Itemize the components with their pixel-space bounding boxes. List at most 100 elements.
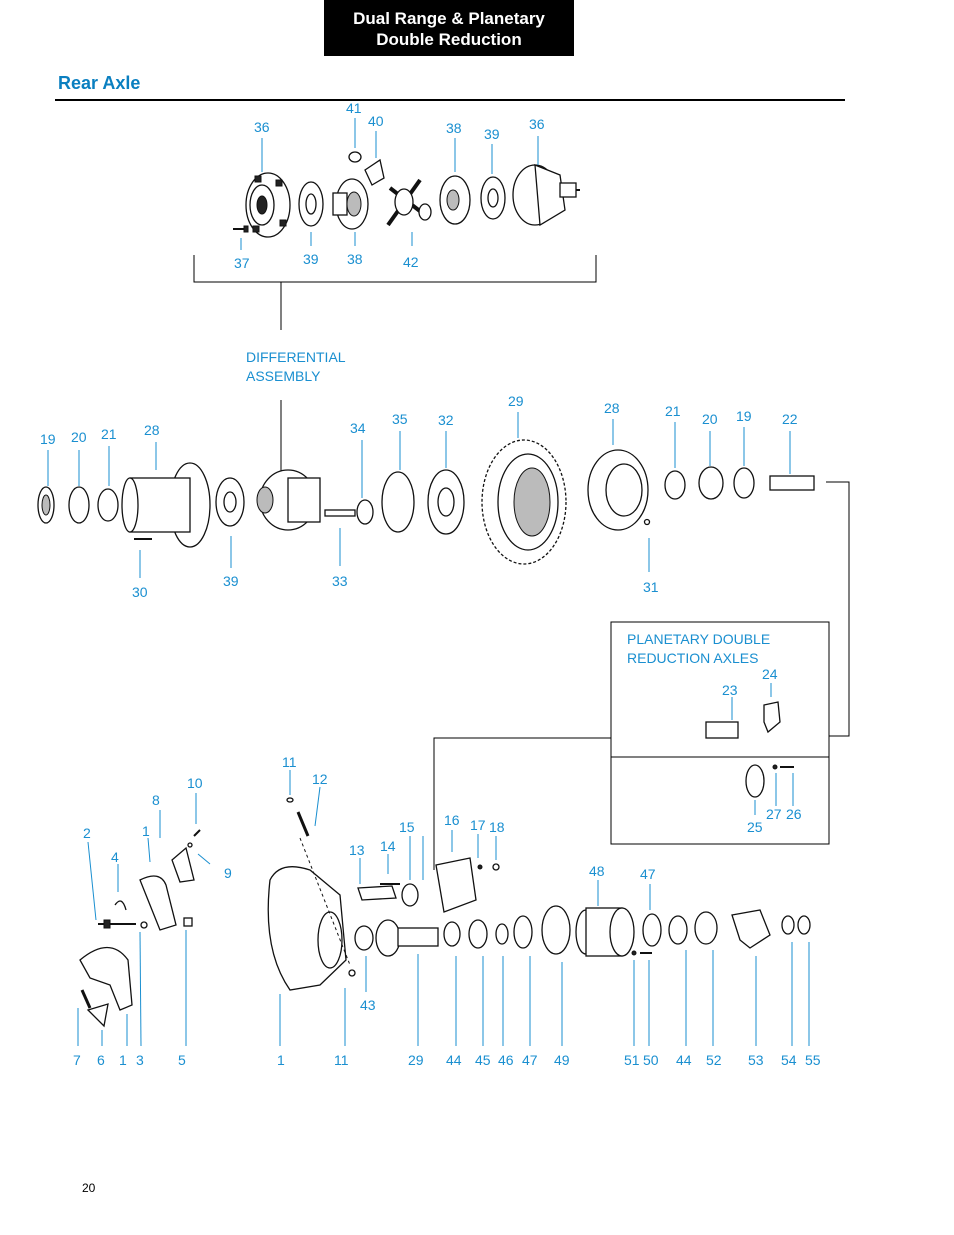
part-17-washer xyxy=(477,864,483,870)
callout-49: 49 xyxy=(554,1052,570,1068)
part-52-cup xyxy=(694,911,718,945)
part-4-clip xyxy=(114,900,127,911)
part-34-pinion xyxy=(356,499,374,525)
callout-48: 48 xyxy=(589,863,605,879)
callout-18: 18 xyxy=(489,819,505,835)
part-31-bolt xyxy=(643,518,651,526)
callout-28-right: 28 xyxy=(604,400,620,416)
part-38-side-gear-right xyxy=(439,175,471,225)
callout-43: 43 xyxy=(360,997,376,1013)
part-6-cap xyxy=(86,1003,109,1028)
callout-42: 42 xyxy=(403,254,419,270)
callout-28-left: 28 xyxy=(144,422,160,438)
callout-9: 9 xyxy=(224,865,232,881)
part-32-thrust-washer xyxy=(427,469,465,535)
part-39-thrust-washer xyxy=(298,181,324,227)
part-8-plate xyxy=(171,846,195,883)
part-1-bracket-upper xyxy=(139,875,177,931)
title-rule xyxy=(55,99,845,101)
part-36-case-left xyxy=(245,172,291,238)
callout-14: 14 xyxy=(380,838,396,854)
part-47-spacer xyxy=(513,915,533,949)
callout-27: 27 xyxy=(766,806,782,822)
callout-23: 23 xyxy=(722,682,738,698)
carrier-exploded-group xyxy=(37,439,815,565)
callout-50: 50 xyxy=(643,1052,659,1068)
callout-22: 22 xyxy=(782,411,798,427)
part-28-carrier-housing-left xyxy=(121,462,211,548)
callout-20-right: 20 xyxy=(702,411,718,427)
callout-37: 37 xyxy=(234,255,250,271)
part-42-spider xyxy=(386,178,432,227)
part-45-cup xyxy=(468,919,488,949)
callout-24: 24 xyxy=(762,666,778,682)
callout-labels: 41 36 40 38 39 36 37 39 38 42 DIFFERENTI… xyxy=(40,100,821,1068)
part-12-stud xyxy=(296,811,310,837)
callout-46: 46 xyxy=(498,1052,514,1068)
part-39-thrust-washer-right xyxy=(480,176,506,220)
part-25-plate xyxy=(745,764,765,798)
part-21-cone-left xyxy=(97,488,119,522)
callout-5: 5 xyxy=(178,1052,186,1068)
callout-19-left: 19 xyxy=(40,431,56,447)
callout-6: 6 xyxy=(97,1052,105,1068)
part-28-carrier-housing-right xyxy=(587,449,649,531)
callout-53: 53 xyxy=(748,1052,764,1068)
callout-54: 54 xyxy=(781,1052,797,1068)
differential-caption-2: ASSEMBLY xyxy=(246,368,321,384)
part-19-bearing-right xyxy=(733,467,755,499)
part-29-ring-gear xyxy=(481,439,567,565)
header-title-line-1: Dual Range & Planetary xyxy=(353,9,545,28)
callout-10: 10 xyxy=(187,775,203,791)
callout-40: 40 xyxy=(368,113,384,129)
callout-39-middle: 39 xyxy=(223,573,239,589)
part-10-screw xyxy=(193,829,201,837)
callout-52: 52 xyxy=(706,1052,722,1068)
part-23-axle-shaft xyxy=(705,721,739,739)
planetary-caption-1: PLANETARY DOUBLE xyxy=(627,631,770,647)
callout-1-top: 1 xyxy=(142,823,150,839)
callout-39-left: 39 xyxy=(303,251,319,267)
part-27-washer xyxy=(772,764,778,770)
part-40-pinion-gear xyxy=(364,158,385,186)
part-5-bushing xyxy=(183,917,193,927)
callout-33: 33 xyxy=(332,573,348,589)
part-9-washer xyxy=(187,842,193,848)
callout-13: 13 xyxy=(349,842,365,858)
callout-41: 41 xyxy=(346,100,362,116)
part-1-bracket-lower xyxy=(79,946,133,1011)
callout-29-bottom: 29 xyxy=(408,1052,424,1068)
callout-16: 16 xyxy=(444,812,460,828)
part-35-plate xyxy=(381,471,415,533)
callout-15: 15 xyxy=(399,819,415,835)
part-49-gasket xyxy=(541,905,571,955)
callout-20-left: 20 xyxy=(71,429,87,445)
callout-38-right: 38 xyxy=(446,120,462,136)
header-title-box: Dual Range & Planetary Double Reduction xyxy=(324,0,574,56)
part-53-yoke xyxy=(731,909,771,949)
callout-47-top: 47 xyxy=(640,866,656,882)
differential-exploded-group xyxy=(233,151,580,238)
part-44-bearing xyxy=(443,921,461,947)
callout-32: 32 xyxy=(438,412,454,428)
callout-51: 51 xyxy=(624,1052,640,1068)
page-number: 20 xyxy=(82,1181,96,1195)
part-11-plug-bottom xyxy=(348,969,356,977)
part-46-seal xyxy=(495,923,509,945)
part-15-collar xyxy=(401,883,419,907)
callout-11-bottom: 11 xyxy=(334,1052,349,1068)
callout-36-left: 36 xyxy=(254,119,270,135)
callout-38-left: 38 xyxy=(347,251,363,267)
part-24-retainer xyxy=(763,701,781,734)
part-47-ring xyxy=(642,913,662,947)
differential-assembly-part xyxy=(256,469,321,531)
planetary-caption-2: REDUCTION AXLES xyxy=(627,650,758,666)
callout-45: 45 xyxy=(475,1052,491,1068)
callout-1-bottom-left: 1 xyxy=(119,1052,127,1068)
part-7-pin xyxy=(80,989,92,1009)
part-55-nut xyxy=(797,915,811,935)
section-title: Rear Axle xyxy=(58,73,141,93)
part-33-pin xyxy=(324,509,356,517)
callout-21-right: 21 xyxy=(665,403,681,419)
